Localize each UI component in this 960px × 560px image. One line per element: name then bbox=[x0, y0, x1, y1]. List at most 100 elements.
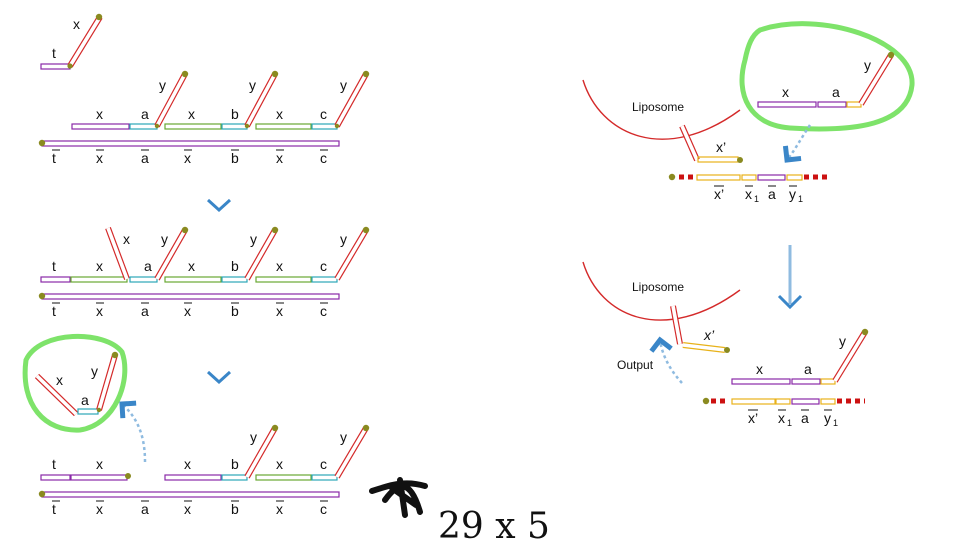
svg-text:a: a bbox=[144, 258, 152, 274]
label-t: t bbox=[52, 45, 56, 61]
svg-text:b: b bbox=[231, 501, 239, 517]
liposome-membrane bbox=[582, 79, 741, 140]
svg-text:a: a bbox=[141, 303, 149, 319]
label-y: y bbox=[249, 77, 256, 93]
svg-text:x: x bbox=[188, 258, 195, 274]
svg-text:x: x bbox=[96, 303, 103, 319]
output-label: Output bbox=[617, 358, 654, 372]
svg-text:x: x bbox=[778, 410, 785, 426]
svg-text:y: y bbox=[789, 186, 796, 202]
svg-text:a: a bbox=[768, 186, 776, 202]
svg-text:x: x bbox=[96, 258, 103, 274]
svg-text:t: t bbox=[52, 456, 56, 472]
svg-text:1: 1 bbox=[798, 194, 803, 204]
svg-text:y: y bbox=[250, 429, 257, 445]
svg-text:b: b bbox=[231, 150, 239, 166]
label-x: x bbox=[96, 106, 103, 122]
svg-text:c: c bbox=[320, 501, 327, 517]
svg-text:b: b bbox=[231, 456, 239, 472]
highlight-circle bbox=[22, 334, 128, 433]
svg-text:t: t bbox=[52, 303, 56, 319]
label-y: y bbox=[159, 77, 166, 93]
svg-text:b: b bbox=[231, 258, 239, 274]
svg-text:x: x bbox=[123, 231, 130, 247]
svg-text:x: x bbox=[756, 361, 763, 377]
svg-text:c: c bbox=[320, 150, 327, 166]
strand-t-segment bbox=[40, 63, 71, 70]
svg-text:a: a bbox=[804, 361, 812, 377]
svg-text:y: y bbox=[250, 231, 257, 247]
svg-text:x: x bbox=[184, 456, 191, 472]
svg-text:x’: x’ bbox=[748, 410, 758, 426]
svg-text:y: y bbox=[340, 231, 347, 247]
svg-text:x: x bbox=[184, 150, 191, 166]
svg-text:x: x bbox=[96, 150, 103, 166]
svg-text:y: y bbox=[340, 429, 347, 445]
handwritten-annotation: 29 x 5 bbox=[369, 477, 550, 547]
top-c-segment bbox=[311, 123, 338, 130]
left-state-2: t x x a x b x c y y y t x a x b x c bbox=[38, 226, 370, 319]
handwritten-text: 29 x 5 bbox=[438, 506, 550, 547]
svg-text:x’: x’ bbox=[716, 139, 726, 155]
down-arrow-icon bbox=[777, 245, 803, 310]
svg-text:y: y bbox=[839, 333, 846, 349]
label-x: x bbox=[73, 16, 80, 32]
svg-text:a: a bbox=[801, 410, 809, 426]
svg-text:t: t bbox=[52, 150, 56, 166]
svg-text:x: x bbox=[782, 84, 789, 100]
svg-text:x’: x’ bbox=[703, 327, 715, 343]
svg-text:x: x bbox=[276, 258, 283, 274]
svg-text:a: a bbox=[832, 84, 840, 100]
liposome-membrane bbox=[582, 261, 741, 321]
svg-text:x: x bbox=[276, 150, 283, 166]
svg-text:y: y bbox=[864, 57, 871, 73]
top-x-segment bbox=[71, 123, 130, 130]
top-x-segment-3 bbox=[255, 123, 312, 130]
svg-text:x: x bbox=[96, 456, 103, 472]
svg-text:y: y bbox=[161, 231, 168, 247]
svg-text:a: a bbox=[141, 501, 149, 517]
label-x: x bbox=[276, 106, 283, 122]
svg-text:x: x bbox=[276, 456, 283, 472]
svg-text:c: c bbox=[320, 456, 327, 472]
svg-text:1: 1 bbox=[833, 418, 838, 428]
svg-text:x’: x’ bbox=[714, 186, 724, 202]
svg-text:c: c bbox=[320, 303, 327, 319]
highlight-circle bbox=[739, 21, 915, 132]
svg-text:x: x bbox=[56, 372, 63, 388]
down-arrow-icon bbox=[206, 370, 232, 385]
svg-text:x: x bbox=[745, 186, 752, 202]
svg-text:x: x bbox=[276, 501, 283, 517]
liposome-label: Liposome bbox=[632, 280, 684, 294]
svg-text:x: x bbox=[184, 303, 191, 319]
label-b: b bbox=[231, 106, 239, 122]
left-state-1: t x x a x b x c y y y t x a x b x bbox=[38, 13, 370, 166]
liposome-label: Liposome bbox=[632, 100, 684, 114]
label-a: a bbox=[141, 106, 149, 122]
complement-labels: t x a x b x c bbox=[52, 149, 328, 166]
svg-text:t: t bbox=[52, 258, 56, 274]
svg-text:a: a bbox=[141, 150, 149, 166]
svg-text:y: y bbox=[91, 363, 98, 379]
svg-text:b: b bbox=[231, 303, 239, 319]
label-c: c bbox=[320, 106, 327, 122]
down-arrow-icon bbox=[206, 198, 232, 213]
svg-text:a: a bbox=[81, 392, 89, 408]
svg-text:x: x bbox=[96, 501, 103, 517]
svg-text:1: 1 bbox=[754, 194, 759, 204]
top-b-segment bbox=[221, 123, 248, 130]
svg-text:x: x bbox=[184, 501, 191, 517]
bottom-strand bbox=[41, 140, 340, 147]
label-y: y bbox=[340, 77, 347, 93]
svg-text:t: t bbox=[52, 501, 56, 517]
label-x: x bbox=[188, 106, 195, 122]
left-state-3: x y a t x x b x c y y t x a x b x c bbox=[22, 334, 370, 517]
top-x-segment-2 bbox=[164, 123, 222, 130]
svg-text:c: c bbox=[320, 258, 327, 274]
svg-text:1: 1 bbox=[787, 418, 792, 428]
svg-text:x: x bbox=[276, 303, 283, 319]
top-a-segment bbox=[129, 123, 158, 130]
